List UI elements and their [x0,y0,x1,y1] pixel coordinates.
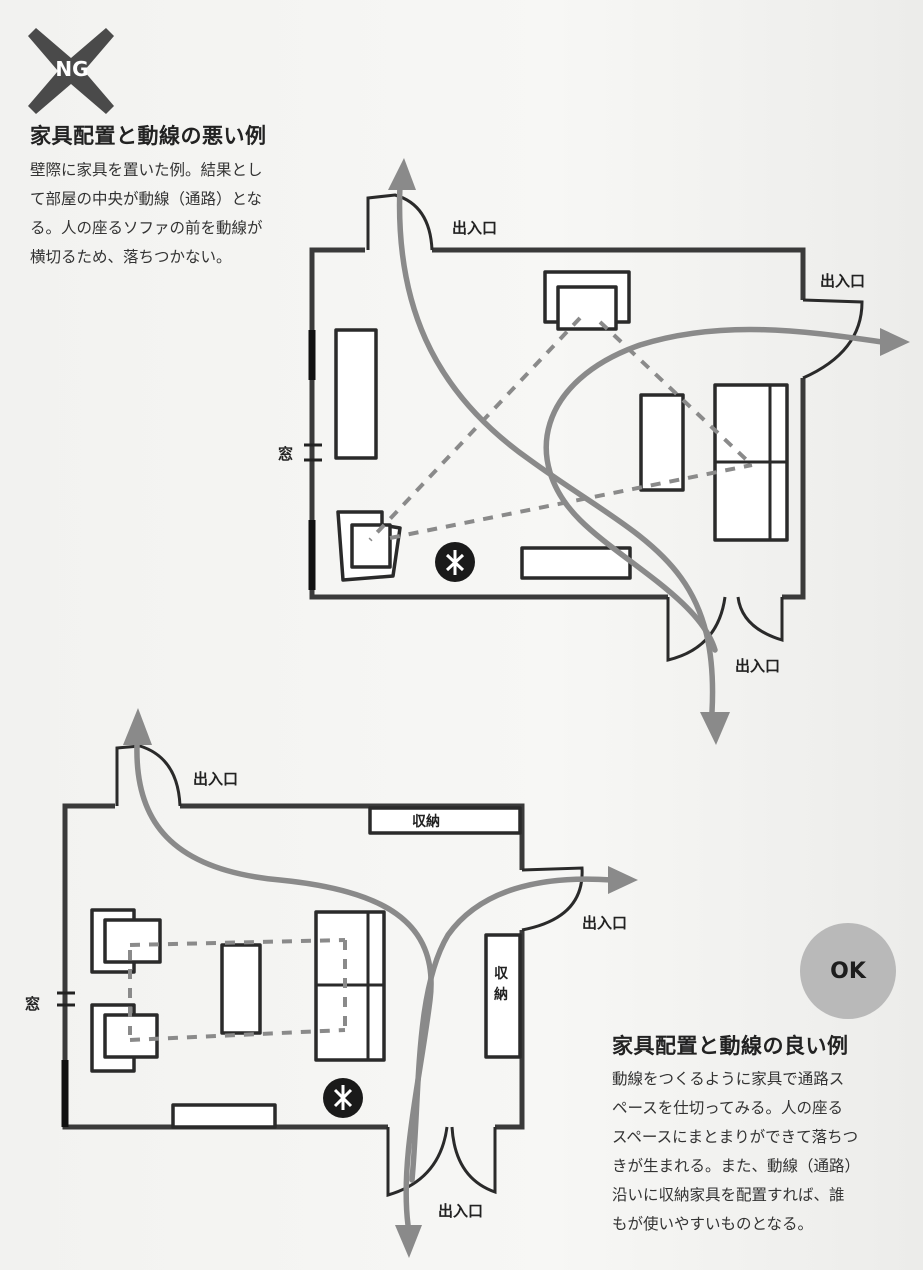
ng-floor-plan [304,158,910,745]
ok-entrance-top-label: 出入口 [193,770,239,788]
ok-armchair-top-seat [103,918,162,964]
ng-door-top [366,193,434,251]
ng-x-mark-icon [28,28,114,114]
ng-sight-line [389,463,753,540]
ok-badge: OK [800,923,896,1019]
ng-flow-arrowhead [700,712,730,745]
ok-description: 動線をつくるように家具で通路ス ペースを仕切ってみる。人の座る スペースにまとま… [612,1065,902,1239]
ng-wall [432,247,806,300]
ok-sight-line [129,938,346,947]
ng-cabinet-left [334,328,378,460]
ok-entrance-bottom-label: 出入口 [438,1202,484,1220]
ng-flow-arrowhead [388,158,416,190]
ng-wall [782,378,806,600]
ng-title: 家具配置と動線の悪い例 [30,124,267,148]
ng-door-bottom [666,596,784,662]
ng-description-line: る。人の座るソファの前を動線が [30,219,263,237]
ng-window-label: 窓 [278,445,294,463]
ok-storage-top [368,806,522,835]
ok-entrance-right-label: 出入口 [582,914,628,932]
ok-title: 家具配置と動線の良い例 [612,1034,849,1058]
ok-storage-side-label-2: 納 [494,987,508,1003]
ng-door-right [802,298,864,380]
ng-entrance-top-label: 出入口 [452,219,498,237]
ok-wall [495,930,525,1130]
ok-sight-line [129,1028,346,1042]
ok-description-line: 動線をつくるように家具で通路ス [612,1070,845,1088]
ok-description-line: もが使いやすいものとなる。 [612,1215,814,1233]
ok-door-top [115,744,182,807]
ok-coffee-table [220,943,262,1035]
ng-description-line: て部屋の中央が動線（通路）とな [30,190,263,208]
ng-sight-line [368,316,582,542]
ok-storage-side [484,933,522,1059]
ok-description-line: きが生まれる。また、動線（通路） [612,1157,861,1175]
ok-flow-arrowhead [608,866,638,894]
ng-flow-path [396,182,716,715]
ng-description-line: 横切るため、落ちつかない。 [30,248,232,266]
ok-description-line: ペースを仕切ってみる。人の座る [612,1099,843,1117]
ok-flow-arrowhead [123,708,152,745]
ok-window-label: 窓 [25,995,41,1013]
ok-low-shelf [171,1103,277,1129]
ng-plant-leaves [445,550,465,575]
ng-badge-label: NG [55,57,89,81]
ok-armchair-bottom-seat [103,1013,159,1059]
ok-wall [180,803,525,870]
ok-flow-arrowhead [395,1225,422,1258]
ok-description-line: スペースにまとまりができて落ちつ [612,1128,859,1146]
ng-entrance-right-label: 出入口 [820,272,866,290]
ok-flow-path [409,876,615,1183]
ng-entrance-bottom-label: 出入口 [735,657,781,675]
ok-door-right [521,866,584,932]
ng-description: 壁際に家具を置いた例。結果とし て部屋の中央が動線（通路）とな る。人の座るソフ… [30,156,315,272]
ok-storage-top-label: 収納 [412,814,440,830]
ng-flow-arrowhead [880,328,910,356]
ng-coffee-table [639,393,685,492]
ok-storage-side-label-1: 収 [494,966,508,982]
ok-door-bottom [386,1126,497,1197]
ng-description-line: 壁際に家具を置いた例。結果とし [30,161,263,179]
ok-plant-leaves [333,1085,353,1110]
ng-flow-path [543,326,885,653]
ng-tv-top-inner [556,285,618,331]
ng-wall [309,247,668,600]
ng-sight-line [598,320,754,467]
ok-description-line: 沿いに収納家具を配置すれば、誰 [612,1186,845,1204]
ok-flow-path [134,742,434,1228]
ng-armchair-seat [350,523,392,569]
